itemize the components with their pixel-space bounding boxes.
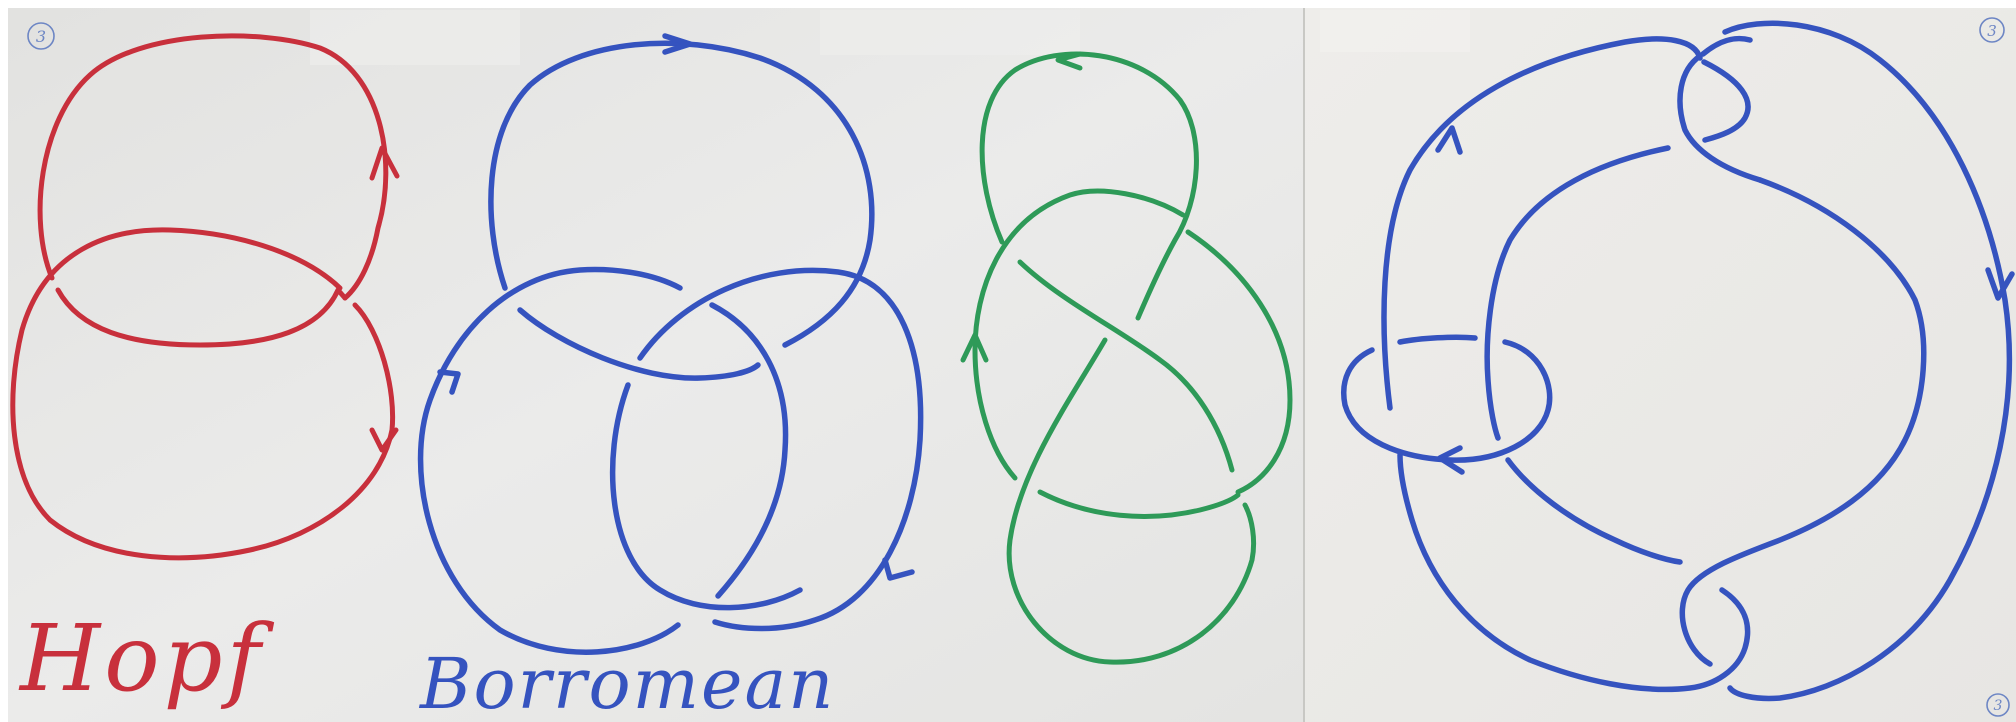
- corner-number-right-bottom-text: 3: [1994, 698, 2003, 714]
- corner-number-right-top-text: 3: [1987, 22, 1997, 40]
- left-margin-strip: [0, 0, 8, 722]
- label-hopf: Hopf: [18, 605, 275, 712]
- paper-sheet-right: [1304, 8, 2016, 722]
- tape-mark: [1320, 10, 1470, 52]
- top-margin-strip: [0, 0, 2016, 8]
- tape-mark: [820, 10, 1080, 55]
- tape-mark: [310, 10, 520, 65]
- corner-number-left-text: 3: [36, 27, 46, 46]
- label-borromean: Borromean: [418, 643, 835, 722]
